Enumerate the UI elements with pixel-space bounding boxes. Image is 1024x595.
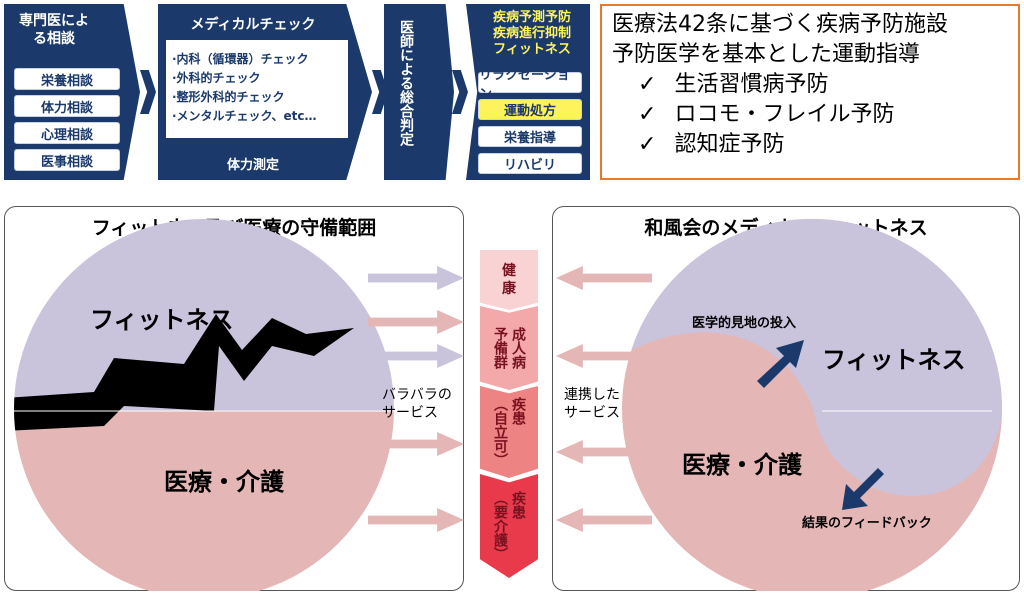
info-line: 医療法42条に基づく疾病予防施設 <box>612 12 948 37</box>
left-panel-note: バラバラの サービス <box>382 387 452 421</box>
doctor-judgment-title: 医師による総合判定 <box>398 20 414 146</box>
check-icon: ✓ <box>638 72 657 97</box>
medical-check-block: メディカルチェック ·内科（循環器）チェック ·外科的チェック ·整形外科的チェ… <box>158 4 372 180</box>
title-line: 疾病予測予防 <box>492 10 571 25</box>
fitness-consult-item: 体力相談 <box>14 95 120 117</box>
check-item: ·メンタルチェック、etc… <box>172 109 317 123</box>
prevention-title: 疾病予測予防 疾病進行抑制 フィットネス <box>480 10 584 58</box>
exercise-prescription-item: 運動処方 <box>478 99 582 120</box>
right-insight-label: 医学的見地の投入 <box>692 316 797 331</box>
check-text: 認知症予防 <box>674 132 785 157</box>
stage-label: 疾患 （自立可） <box>492 397 526 467</box>
consultation-title: 専門医による相談 <box>19 13 89 47</box>
left-fitness-label: フィットネス <box>90 306 234 334</box>
info-box: 医療法42条に基づく疾病予防施設 予防医学を基本とした運動指導 ✓ 生活習慣病予防… <box>600 4 1020 180</box>
insight-arrow-icon <box>757 340 804 388</box>
right-fitness-label: フィットネス <box>822 346 966 374</box>
stage-health: 健 康 <box>480 250 538 310</box>
right-feedback-label: 結果のフィードバック <box>802 516 932 531</box>
flow-chevron-icon <box>452 70 468 114</box>
check-icon: ✓ <box>638 102 657 127</box>
check-item: ·整形外科的チェック <box>172 90 285 104</box>
relaxation-item: リラクゼーション <box>478 68 582 102</box>
stage-care-required: 疾患 （要介護） <box>480 474 538 578</box>
check-row: ✓ ロコモ・フレイル予防 <box>612 100 1008 130</box>
doctor-judgment-block: 医師による総合判定 <box>384 4 454 180</box>
right-panel-note: 連携した サービス <box>564 387 620 421</box>
stage-prediabetic: 成人病 予備群 <box>480 306 538 390</box>
rehab-item: リハビリ <box>478 153 582 174</box>
check-row: ✓ 生活習慣病予防 <box>612 70 1008 100</box>
check-text: 生活習慣病予防 <box>674 72 829 97</box>
fitness-area <box>622 219 1002 496</box>
feedback-arrow-icon <box>842 468 884 510</box>
medical-check-title: メディカルチェック <box>190 17 316 33</box>
nutrition-consult-item: 栄養相談 <box>14 68 120 90</box>
check-text: ロコモ・フレイル予防 <box>674 102 895 127</box>
title-line: 疾病進行抑制 <box>492 26 571 41</box>
nutrition-guidance-item: 栄養指導 <box>478 126 582 147</box>
gap-zigzag <box>14 314 354 431</box>
prevention-block: 疾病予測予防 疾病進行抑制 フィットネス リラクゼーション 運動処方 栄養指導 … <box>466 4 590 180</box>
stage-independent: 疾患 （自立可） <box>480 386 538 478</box>
medical-affairs-consult-item: 医事相談 <box>14 149 120 171</box>
right-circle-diagram <box>622 219 1002 591</box>
left-medical-label: 医療・介護 <box>164 468 284 496</box>
stage-label: 成人病 予備群 <box>492 327 526 369</box>
consultation-block: 専門医による相談 栄養相談 体力相談 心理相談 医事相談 <box>4 4 140 180</box>
medical-area <box>14 411 394 591</box>
left-circle-diagram <box>14 219 396 591</box>
check-item: ·内科（循環器）チェック <box>172 52 309 66</box>
fitness-measurement-label: 体力測定 <box>226 158 279 173</box>
psych-consult-item: 心理相談 <box>14 122 120 144</box>
check-item: ·外科的チェック <box>172 71 261 85</box>
flow-chevron-icon <box>140 70 156 114</box>
stage-label: 健 康 <box>502 263 516 297</box>
check-row: ✓ 認知症予防 <box>612 130 1008 160</box>
right-medical-label: 医療・介護 <box>682 451 802 479</box>
stage-label: 疾患 （要介護） <box>492 491 526 561</box>
fitness-area <box>14 219 394 411</box>
check-icon: ✓ <box>638 132 657 157</box>
medical-check-list: ·内科（循環器）チェック ·外科的チェック ·整形外科的チェック ·メンタルチェ… <box>166 40 348 138</box>
info-line: 予防医学を基本とした運動指導 <box>612 42 921 67</box>
title-line: フィットネス <box>493 42 571 57</box>
